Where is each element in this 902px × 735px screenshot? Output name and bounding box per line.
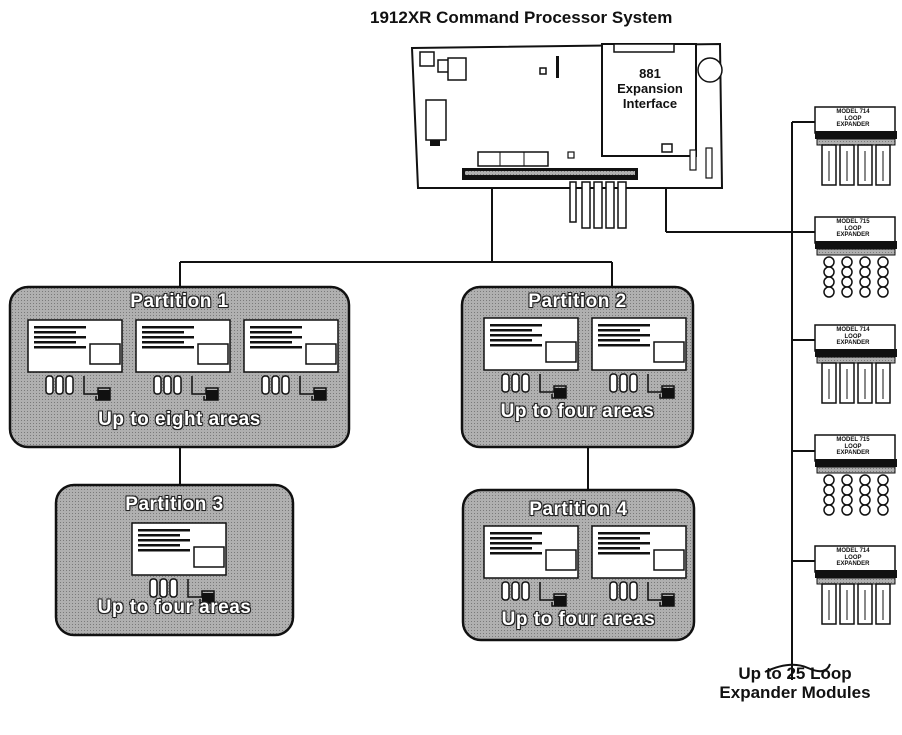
expander-3-model: MODEL 714 [836, 327, 870, 333]
interface-label-line1: 881 [639, 66, 661, 81]
interface-label-line3: Interface [622, 96, 678, 111]
expander-1-module [814, 106, 897, 186]
expander-caption: Up to 25 Loop Expander Modules [690, 664, 900, 702]
expander-2-line3: EXPANDER [836, 232, 870, 238]
continuation-squiggle [764, 663, 831, 673]
expander-2-label: MODEL 715 LOOP EXPANDER [813, 219, 893, 239]
partition-3-keypad-1 [131, 522, 227, 604]
expander-4-label: MODEL 715 LOOP EXPANDER [813, 437, 893, 457]
page-title: 1912XR Command Processor System [370, 8, 673, 27]
partition-3-title: Partition 3 [125, 494, 224, 515]
partition-2-title: Partition 2 [528, 291, 627, 312]
partition-3-areas: Up to four areas [97, 597, 252, 618]
expander-4-line2: LOOP [844, 443, 862, 450]
partition-1-title: Partition 1 [130, 291, 229, 312]
caption-line2: Expander Modules [719, 683, 871, 702]
keypads [27, 317, 687, 607]
partition-2-areas: Up to four areas [500, 401, 655, 422]
expander-modules [814, 106, 897, 625]
expander-5-line3: EXPANDER [836, 561, 870, 567]
command-processor-board [410, 42, 724, 229]
partition-4-title: Partition 4 [529, 499, 628, 520]
partition-1-keypad-2 [135, 319, 231, 401]
connector-lines [179, 121, 815, 680]
expander-1-label: MODEL 714 LOOP EXPANDER [813, 109, 893, 129]
expander-3-line3: EXPANDER [836, 340, 870, 346]
expander-5-line2: LOOP [844, 554, 862, 561]
expander-1-model: MODEL 714 [836, 109, 870, 115]
partition-4-keypad-1 [483, 525, 579, 607]
partition-1-areas: Up to eight areas [98, 409, 261, 430]
expander-5-label: MODEL 714 LOOP EXPANDER [813, 548, 893, 568]
partition-2-keypad-1 [483, 317, 579, 399]
expander-3-label: MODEL 714 LOOP EXPANDER [813, 327, 893, 347]
expander-1-line3: EXPANDER [836, 122, 870, 128]
expander-2-module [814, 216, 897, 298]
partition-1-keypad-1 [27, 319, 123, 401]
interface-label: 881 Expansion Interface [604, 66, 696, 111]
expander-2-line2: LOOP [844, 225, 862, 232]
expander-5-module [814, 545, 897, 625]
partition-4-keypad-2 [591, 525, 687, 607]
expander-3-line2: LOOP [844, 333, 862, 340]
interface-label-line2: Expansion [617, 81, 683, 96]
partition-1-keypad-3 [243, 319, 339, 401]
expander-4-line3: EXPANDER [836, 450, 870, 456]
expander-2-model: MODEL 715 [836, 219, 870, 225]
partition-4-areas: Up to four areas [501, 609, 656, 630]
expander-5-model: MODEL 714 [836, 548, 870, 554]
expander-1-line2: LOOP [844, 115, 862, 122]
expander-4-module [814, 434, 897, 516]
partition-2-keypad-2 [591, 317, 687, 399]
expander-3-module [814, 324, 897, 404]
expander-4-model: MODEL 715 [836, 437, 870, 443]
caption-line1: Up to 25 Loop [738, 664, 852, 683]
